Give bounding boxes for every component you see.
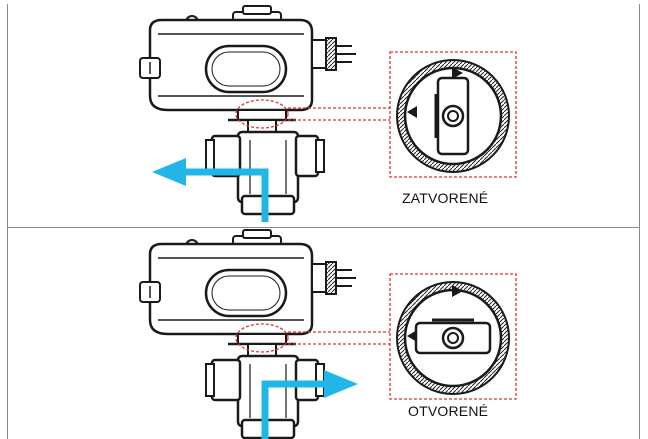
flow-arrow-closed	[152, 158, 269, 222]
actuator-closed-icon	[138, 4, 358, 216]
panel-open	[7, 227, 640, 439]
triangle-left-icon	[407, 106, 417, 118]
state-label-closed: ZATVORENÉ	[402, 190, 489, 206]
position-dial-closed-icon	[388, 50, 518, 179]
position-dial-open-icon	[388, 272, 518, 401]
triangle-right-icon	[452, 67, 463, 79]
state-label-open: OTVORENÉ	[408, 403, 489, 419]
triangle-left-icon	[407, 330, 417, 342]
triangle-right-icon	[452, 285, 463, 297]
flow-arrow-open	[261, 370, 358, 439]
actuator-open-icon	[138, 228, 358, 439]
